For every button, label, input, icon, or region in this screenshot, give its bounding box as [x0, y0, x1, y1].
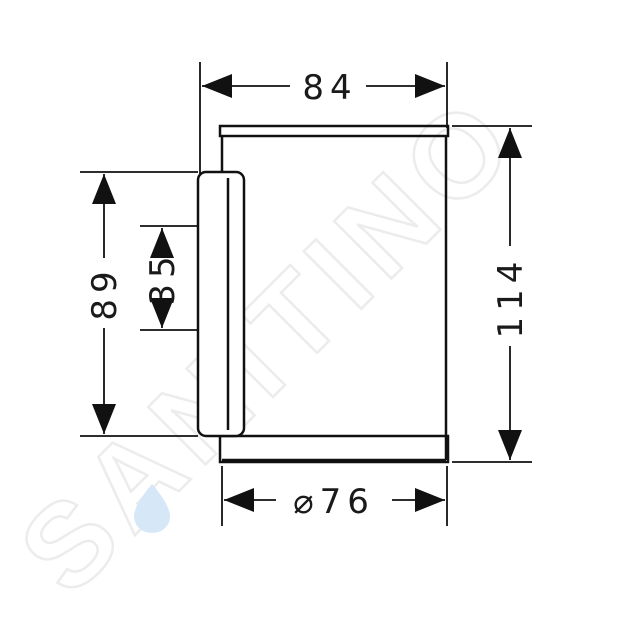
- holder-body: [218, 124, 450, 464]
- dimension-top-width: 84: [202, 68, 445, 108]
- holder-bottom-base: [218, 434, 450, 464]
- dimension-left-inner-height: 35: [143, 228, 183, 328]
- svg-text:SANITINO: SANITINO: [0, 70, 544, 619]
- dimension-bottom-diameter-label: ⌀76: [293, 482, 375, 522]
- dimension-left-inner-height-label: 35: [143, 250, 183, 305]
- dimension-right-height-label: 114: [491, 256, 531, 339]
- dimension-bottom-diameter: ⌀76: [224, 482, 445, 522]
- holder-top-cap: [218, 124, 450, 138]
- dimension-right-height: 114: [491, 128, 531, 460]
- watermark-logo: SANITINO: [0, 69, 545, 620]
- dimension-left-height: 89: [85, 174, 125, 434]
- water-drop-icon: [134, 484, 170, 533]
- wall-plate-outline: [196, 170, 246, 438]
- dimension-top-width-label: 84: [302, 68, 357, 108]
- wall-plate: [196, 170, 246, 438]
- extension-lines: [80, 62, 532, 526]
- dimension-left-height-label: 89: [85, 265, 125, 320]
